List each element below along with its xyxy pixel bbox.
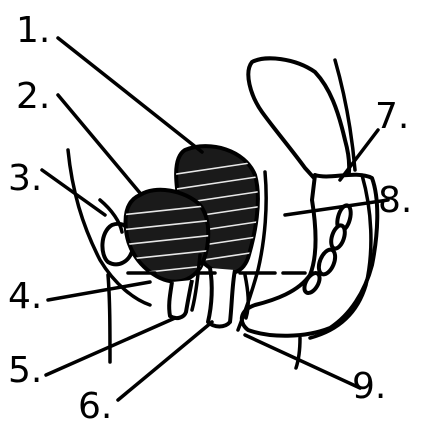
label-5: 5. bbox=[8, 350, 42, 391]
label-2: 2. bbox=[16, 76, 50, 117]
label-3: 3. bbox=[8, 158, 42, 199]
label-6: 6. bbox=[78, 386, 112, 427]
label-1: 1. bbox=[16, 10, 50, 51]
label-8: 8. bbox=[378, 180, 412, 221]
label-9: 9. bbox=[352, 366, 386, 407]
label-4: 4. bbox=[8, 276, 42, 317]
label-7: 7. bbox=[375, 96, 409, 137]
